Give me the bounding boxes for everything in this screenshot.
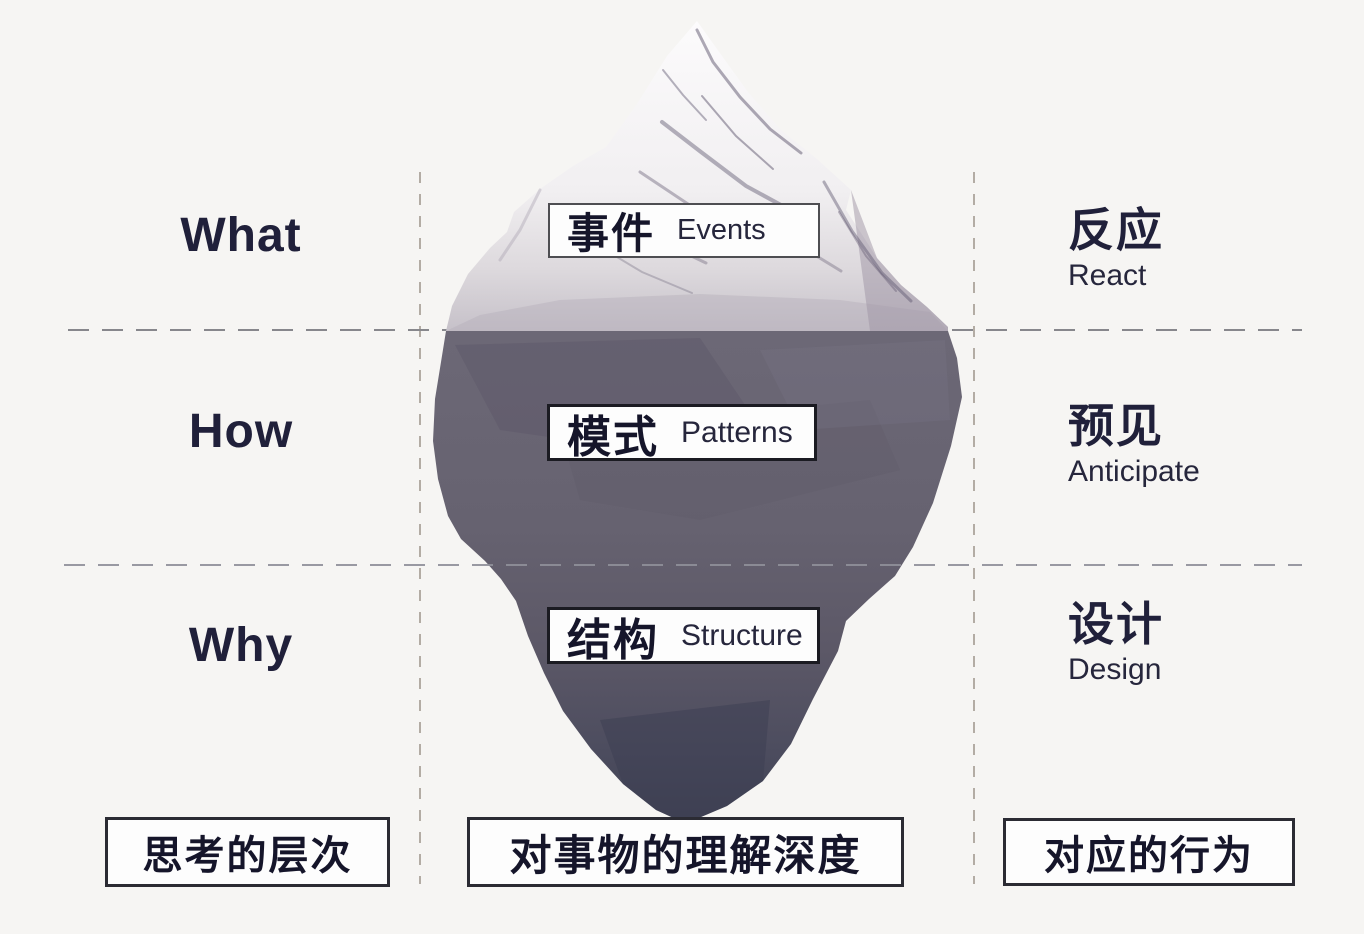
row-label-what: What xyxy=(180,209,302,262)
row-label-how: How xyxy=(188,405,294,458)
depth-label-structure-en: Structure xyxy=(681,618,803,652)
depth-label-events: 事件 Events xyxy=(548,203,820,258)
row-label-why: Why xyxy=(188,619,294,672)
behavior-label-anticipate-zh: 预见 xyxy=(1068,400,1164,452)
depth-label-structure-zh: 结构 xyxy=(567,615,659,665)
depth-label-patterns: 模式 Patterns xyxy=(547,404,817,462)
behavior-label-anticipate-en: Anticipate xyxy=(1068,455,1200,489)
footer-corresponding-actions: 对应的行为 xyxy=(1003,818,1295,886)
behavior-label-design-zh: 设计 xyxy=(1068,598,1164,650)
iceberg-tip-haze xyxy=(446,294,948,331)
behavior-label-react-zh: 反应 xyxy=(1068,204,1164,256)
behavior-label-design-en: Design xyxy=(1068,653,1162,687)
depth-label-structure: 结构 Structure xyxy=(547,607,820,665)
footer-thinking-levels: 思考的层次 xyxy=(105,817,390,887)
depth-label-patterns-zh: 模式 xyxy=(567,412,659,462)
depth-label-events-zh: 事件 xyxy=(567,210,656,257)
footer-understanding-depth: 对事物的理解深度 xyxy=(467,817,904,887)
iceberg-tip-shade xyxy=(851,190,948,331)
behavior-label-design: 设计 Design xyxy=(1068,600,1164,685)
behavior-label-react-en: React xyxy=(1068,259,1147,293)
depth-label-events-en: Events xyxy=(677,214,766,246)
behavior-label-anticipate: 预见 Anticipate xyxy=(1068,402,1200,487)
depth-label-patterns-en: Patterns xyxy=(681,415,793,449)
behavior-label-react: 反应 React xyxy=(1068,206,1164,291)
